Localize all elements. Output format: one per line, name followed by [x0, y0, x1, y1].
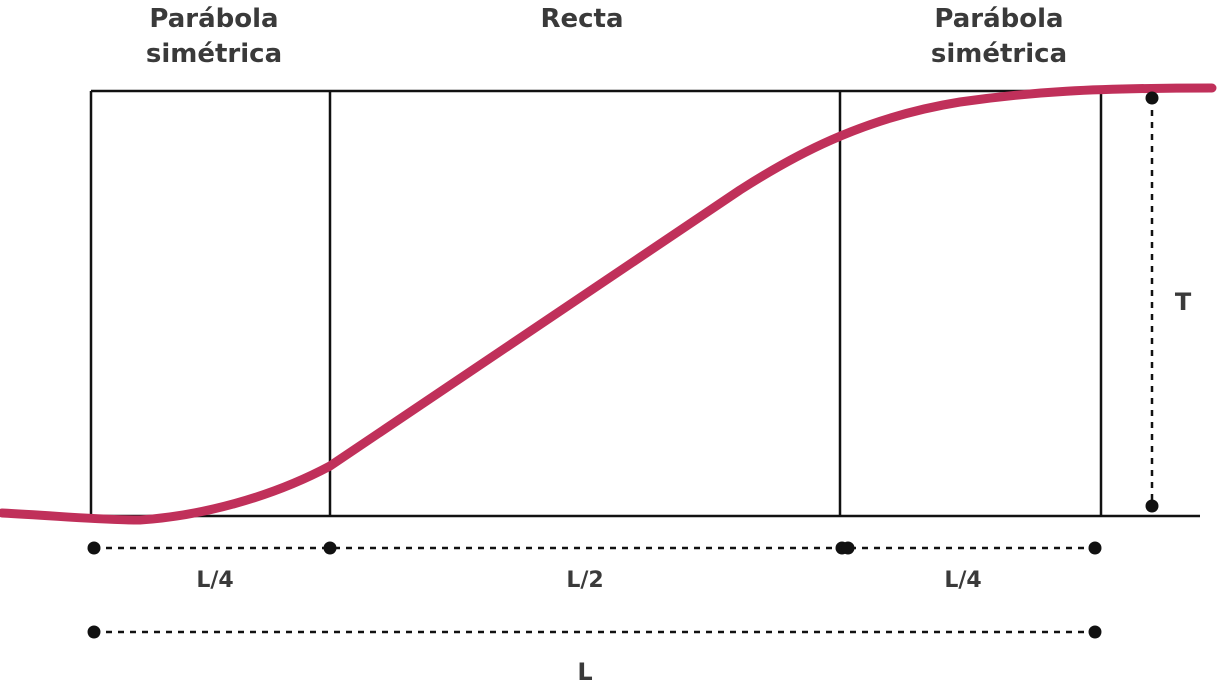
- section-label-straight: Recta: [482, 2, 682, 37]
- dimension-label-left-quarter: L/4: [196, 568, 234, 593]
- section-frame: [89, 89, 1200, 518]
- segment-dot-start: [87, 541, 101, 555]
- section-label-left-parabola: Parábola simétrica: [114, 2, 314, 72]
- height-top-dot: [1145, 91, 1159, 105]
- dimension-label-right-quarter: L/4: [944, 568, 982, 593]
- height-bottom-dot: [1145, 499, 1159, 513]
- section-label-line2: simétrica: [145, 39, 283, 69]
- dimension-label-middle-half: L/2: [566, 568, 604, 593]
- section-label-line1: Parábola: [934, 4, 1064, 34]
- segment-dot-three-quarter-b: [841, 541, 855, 555]
- total-dimension: [87, 625, 1102, 639]
- vertical-curve: [0, 83, 1217, 525]
- section-label-right-parabola: Parábola simétrica: [899, 2, 1099, 72]
- segment-dot-quarter: [323, 541, 337, 555]
- total-dot-start: [87, 625, 101, 639]
- section-label-line1: Recta: [540, 4, 624, 34]
- segment-dot-end: [1088, 541, 1102, 555]
- segment-dimensions: [87, 541, 1102, 555]
- dimension-label-height: T: [1174, 288, 1192, 316]
- total-dot-end: [1088, 625, 1102, 639]
- section-label-line1: Parábola: [149, 4, 279, 34]
- height-dimension: [1145, 91, 1159, 513]
- section-label-line2: simétrica: [930, 39, 1068, 69]
- dimension-label-total: L: [577, 658, 593, 686]
